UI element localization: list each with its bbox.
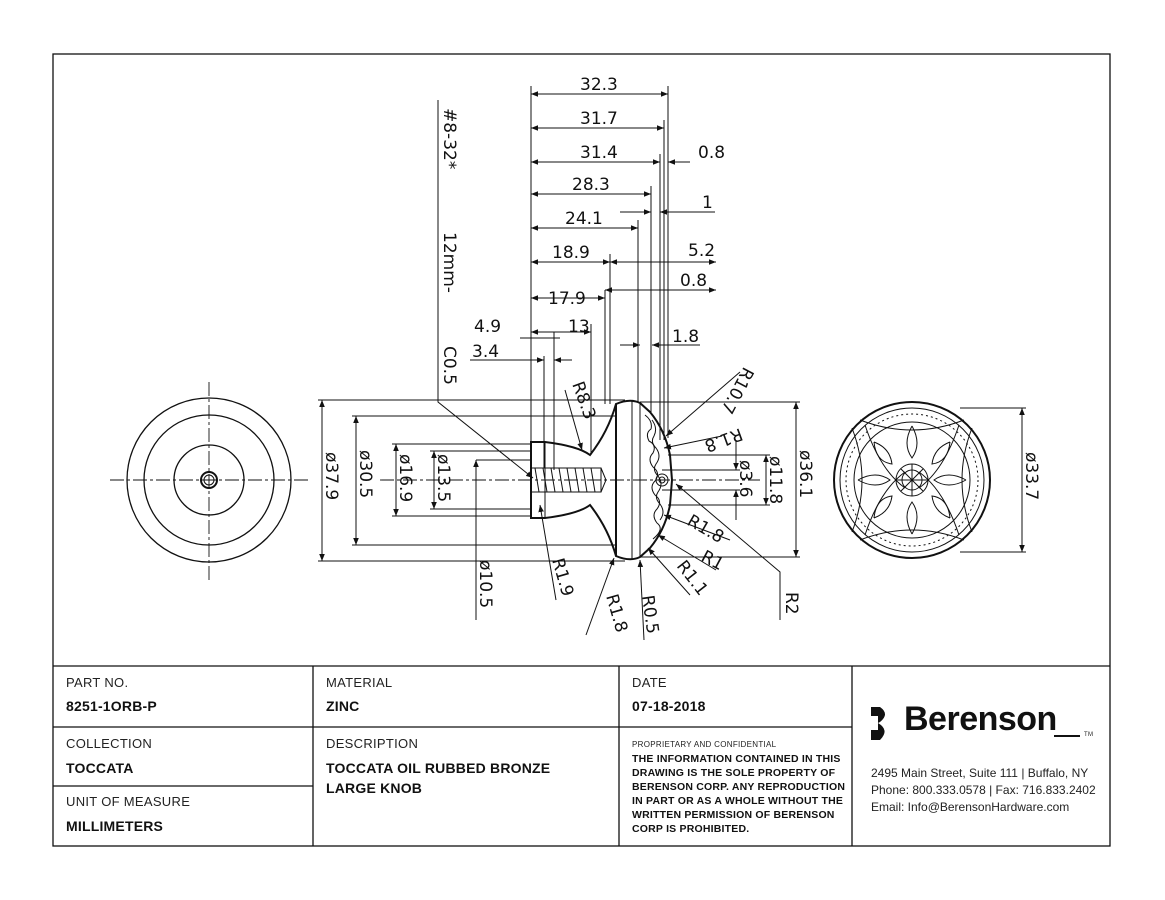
radius-r2: R2: [781, 592, 801, 615]
collection-label: COLLECTION: [66, 736, 153, 751]
radius-r1-8-top: R1.8: [702, 423, 745, 455]
notice-line-4: IN PART OR AS A WHOLE WITHOUT THE: [632, 795, 844, 807]
notice-line-2: DRAWING IS THE SOLE PROPERTY OF: [632, 767, 836, 779]
dim-0-8-b: 0.8: [680, 271, 707, 291]
title-block-grid: [53, 666, 853, 846]
dia-13-5: ø13.5: [433, 454, 453, 502]
part-no-label: PART NO.: [66, 675, 129, 690]
description-line-2: LARGE KNOB: [326, 780, 423, 796]
company-phone: Phone: 800.333.0578 | Fax: 716.833.2402: [871, 783, 1096, 797]
dia-30-5: ø30.5: [355, 450, 375, 498]
collection-value: TOCCATA: [66, 760, 134, 776]
dia-36-1: ø36.1: [795, 450, 815, 498]
thread-length-note: 12mm-: [439, 232, 459, 293]
screw-thread: [530, 467, 607, 493]
proprietary-label: PROPRIETARY AND CONFIDENTIAL: [632, 740, 777, 749]
dim-4-9: 4.9: [474, 317, 501, 337]
berenson-logo-icon: [871, 707, 1080, 740]
extension-lines: [530, 86, 669, 470]
material-label: MATERIAL: [326, 675, 393, 690]
description-label: DESCRIPTION: [326, 736, 419, 751]
dia-3-6: ø3.6: [735, 460, 755, 497]
notice-line-6: CORP IS PROHIBITED.: [632, 823, 750, 835]
dia-11-8: ø11.8: [765, 456, 785, 504]
dim-24-1: 24.1: [565, 209, 603, 229]
notice-line-5: WRITTEN PERMISSION OF BERENSON: [632, 809, 835, 821]
dim-1-8: 1.8: [672, 327, 699, 347]
date-label: DATE: [632, 675, 667, 690]
dim-3-4: 3.4: [472, 342, 499, 362]
side-profile-view: [380, 399, 760, 561]
description-line-1: TOCCATA OIL RUBBED BRONZE: [326, 760, 551, 776]
company-address: 2495 Main Street, Suite 111 | Buffalo, N…: [871, 766, 1089, 780]
dim-28-3: 28.3: [572, 175, 610, 195]
dim-0-8-a: 0.8: [698, 143, 725, 163]
dim-17-9: 17.9: [548, 289, 586, 309]
dim-18-9: 18.9: [552, 243, 590, 263]
radius-r1: R1: [698, 547, 727, 575]
front-face-view: [833, 401, 1026, 559]
notice-line-1: THE INFORMATION CONTAINED IN THIS: [632, 753, 841, 765]
material-value: ZINC: [326, 698, 360, 714]
radius-r0-5: R0.5: [637, 594, 662, 635]
uom-label: UNIT OF MEASURE: [66, 794, 191, 809]
company-email: Email: Info@BerensonHardware.com: [871, 800, 1070, 814]
radius-r10-7: R10.7: [716, 364, 757, 417]
dia-10-5: ø10.5: [475, 560, 495, 608]
notice-line-3: BERENSON CORP. ANY REPRODUCTION: [632, 781, 846, 793]
date-value: 07-18-2018: [632, 698, 706, 714]
dim-31-7: 31.7: [580, 109, 618, 129]
uom-value: MILLIMETERS: [66, 818, 164, 834]
dim-31-4: 31.4: [580, 143, 618, 163]
leader-lines: [437, 100, 781, 641]
dia-33-7: ø33.7: [1021, 452, 1041, 500]
radius-r1-8-bottom: R1.8: [601, 592, 631, 635]
dia-37-9: ø37.9: [321, 452, 341, 500]
dimension-labels: 32.3 31.7 31.4 28.3 24.1 18.9 17.9 13 4.…: [321, 75, 1041, 635]
part-no-value: 8251-1ORB-P: [66, 698, 157, 714]
brand-name: Berenson: [904, 700, 1057, 738]
dim-1: 1: [702, 193, 713, 213]
thread-note: #8-32*: [439, 108, 459, 169]
back-view: [110, 382, 308, 580]
dim-13: 13: [568, 317, 590, 337]
dim-5-2: 5.2: [688, 241, 715, 261]
horizontal-dimension-lines: [470, 91, 716, 363]
dia-16-9: ø16.9: [395, 454, 415, 502]
chamfer-note: C0.5: [439, 346, 459, 385]
radius-r1-8-right: R1.8: [684, 511, 728, 548]
dim-32-3: 32.3: [580, 75, 618, 95]
sheet-border: [52, 53, 1111, 847]
trademark: TM: [1084, 732, 1094, 738]
